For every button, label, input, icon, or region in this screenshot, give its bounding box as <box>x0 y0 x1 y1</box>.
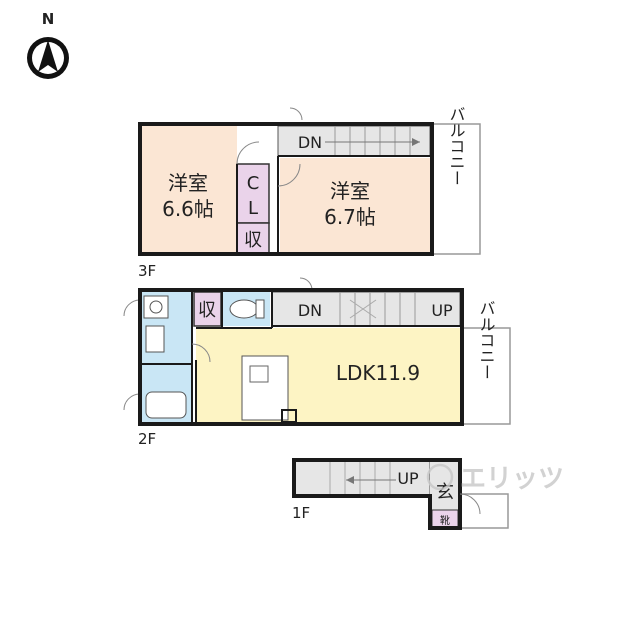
closet-c-label: C <box>247 173 260 194</box>
watermark: エリッツ <box>426 463 564 494</box>
floor-label-2f: 2F <box>138 430 156 448</box>
closet-l-label: L <box>248 198 258 219</box>
floor-1f: UP 玄 靴 1F <box>292 458 509 530</box>
entrance-label: 玄 <box>436 482 454 503</box>
western-room-left-name: 洋室 <box>168 171 208 195</box>
storage-3f <box>236 222 270 255</box>
floor-3f: 洋室 6.6帖 洋室 6.7帖 C L 収 DN バルコニー 3F <box>138 106 481 280</box>
north-arrow-icon <box>27 37 69 79</box>
stairs-2f-up: UP <box>431 301 453 320</box>
toilet-icon <box>229 299 259 319</box>
sink-icon <box>249 365 269 383</box>
storage-2f <box>193 291 222 327</box>
compass: N <box>27 10 69 79</box>
balcony-3f-label: バルコニー <box>447 106 466 186</box>
washing-machine-icon <box>143 295 169 319</box>
watermark-logo-icon <box>426 463 454 491</box>
balcony-3f <box>431 123 481 255</box>
stairs-1f <box>293 459 431 497</box>
storage-2f-label: 収 <box>198 300 216 321</box>
floor-2f: 収 DN UP LDK11.9 バルコニー 2F <box>123 277 511 448</box>
closet-cl <box>236 163 270 224</box>
western-room-left <box>140 126 237 254</box>
washbasin-icon <box>145 325 165 353</box>
stairs-2f-dn: DN <box>298 301 322 320</box>
watermark-text: エリッツ <box>460 464 564 494</box>
ldk-label: LDK11.9 <box>336 361 420 385</box>
floor-label-3f: 3F <box>138 262 156 280</box>
balcony-2f-label: バルコニー <box>477 300 496 380</box>
western-room-right <box>280 158 430 254</box>
western-room-right-size: 6.7帖 <box>324 205 376 229</box>
stairs-3f-dn: DN <box>298 133 322 152</box>
western-room-left-size: 6.6帖 <box>162 197 214 221</box>
entrance-porch <box>459 493 509 529</box>
north-label: N <box>42 10 55 28</box>
shoe-storage-label: 靴 <box>440 514 450 527</box>
stairs-1f-up: UP <box>397 469 419 488</box>
bathtub-icon <box>145 391 187 419</box>
western-room-right-name: 洋室 <box>330 179 370 203</box>
floor-label-1f: 1F <box>292 504 310 522</box>
storage-3f-label: 収 <box>244 230 262 251</box>
ldk-room <box>196 328 460 422</box>
